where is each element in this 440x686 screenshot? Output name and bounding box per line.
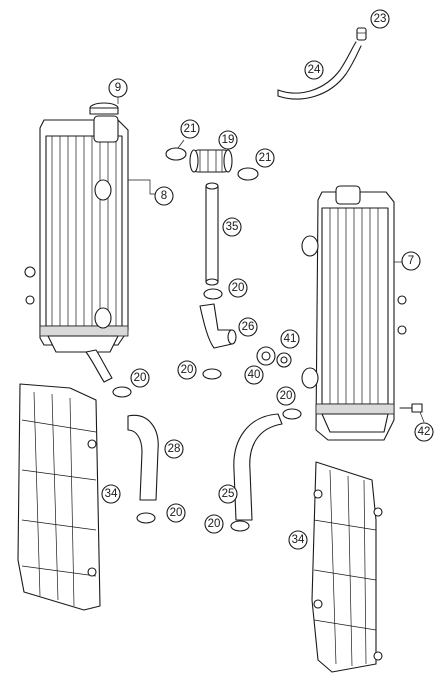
callout-19-label: 19 <box>222 134 235 146</box>
part-left-radiator-guard <box>17 383 101 611</box>
callout-41: 41 <box>280 329 300 349</box>
callout-20-mid-upper-label: 20 <box>232 282 245 294</box>
part-clamp-left <box>165 139 187 161</box>
callout-20-left-hose-bottom: 20 <box>166 503 186 523</box>
part-left-radiator <box>24 115 156 383</box>
callout-25-label: 25 <box>222 488 235 500</box>
part-clamp-mid <box>202 368 222 380</box>
callout-21-left-label: 21 <box>184 123 197 135</box>
part-right-hose <box>233 413 283 521</box>
callout-40: 40 <box>244 365 264 385</box>
part-grommet-40 <box>256 346 276 366</box>
part-elbow-hose <box>199 303 237 349</box>
part-clamp-left-hose-bottom <box>136 512 156 524</box>
callout-20-mid-label: 20 <box>181 364 194 376</box>
callout-25: 25 <box>218 484 238 504</box>
part-clamp-right <box>237 167 259 181</box>
callout-34-left-label: 34 <box>105 488 118 500</box>
callout-21-right-label: 21 <box>259 152 272 164</box>
callout-40-label: 40 <box>248 369 261 381</box>
callout-34-right: 34 <box>288 530 308 550</box>
part-clamp-right-hose-bottom <box>230 520 250 532</box>
part-washer-41 <box>276 352 292 368</box>
callout-26-label: 26 <box>242 321 255 333</box>
part-clamp-left-hose-top <box>112 386 132 398</box>
callout-34-right-label: 34 <box>292 534 305 546</box>
callout-35: 35 <box>222 217 242 237</box>
callout-34-left: 34 <box>101 484 121 504</box>
callout-20-right-hose-top-label: 20 <box>280 390 293 402</box>
callout-26: 26 <box>238 317 258 337</box>
callout-41-label: 41 <box>284 333 297 345</box>
callout-20-mid-upper: 20 <box>228 278 248 298</box>
callout-7-label: 7 <box>408 255 414 267</box>
part-overflow-hose <box>277 41 362 100</box>
callout-21-left: 21 <box>180 119 200 139</box>
part-hose-clip <box>356 27 367 41</box>
part-bolt <box>399 403 425 423</box>
callout-20-right-hose-bottom: 20 <box>204 514 224 534</box>
callout-19: 19 <box>218 130 238 150</box>
callout-20-mid: 20 <box>177 360 197 380</box>
callout-20-right-hose-top: 20 <box>276 386 296 406</box>
callout-28-label: 28 <box>168 443 181 455</box>
part-clamp-mid-upper <box>203 288 223 300</box>
part-t-connector <box>189 149 233 173</box>
callout-20-left-hose-top: 20 <box>130 368 150 388</box>
callout-24: 24 <box>304 60 324 80</box>
part-coolant-pipe <box>205 182 219 286</box>
part-left-hose <box>127 414 159 501</box>
callout-35-label: 35 <box>226 221 239 233</box>
callout-21-right: 21 <box>255 148 275 168</box>
callout-42: 42 <box>414 422 434 442</box>
callout-8-label: 8 <box>161 190 167 202</box>
part-right-radiator <box>301 185 407 441</box>
callout-42-label: 42 <box>418 426 431 438</box>
callout-20-left-hose-top-label: 20 <box>134 372 147 384</box>
callout-7: 7 <box>401 251 421 271</box>
callout-9-label: 9 <box>115 82 121 94</box>
callout-28: 28 <box>164 439 184 459</box>
callout-8: 8 <box>154 186 174 206</box>
callout-9: 9 <box>108 78 128 98</box>
callout-23: 23 <box>370 9 390 29</box>
callout-24-label: 24 <box>308 64 321 76</box>
callout-20-right-hose-bottom-label: 20 <box>208 518 221 530</box>
callout-20-left-hose-bottom-label: 20 <box>170 507 183 519</box>
callout-23-label: 23 <box>374 13 387 25</box>
part-right-radiator-guard <box>311 461 383 673</box>
part-clamp-right-hose-top <box>282 408 302 420</box>
